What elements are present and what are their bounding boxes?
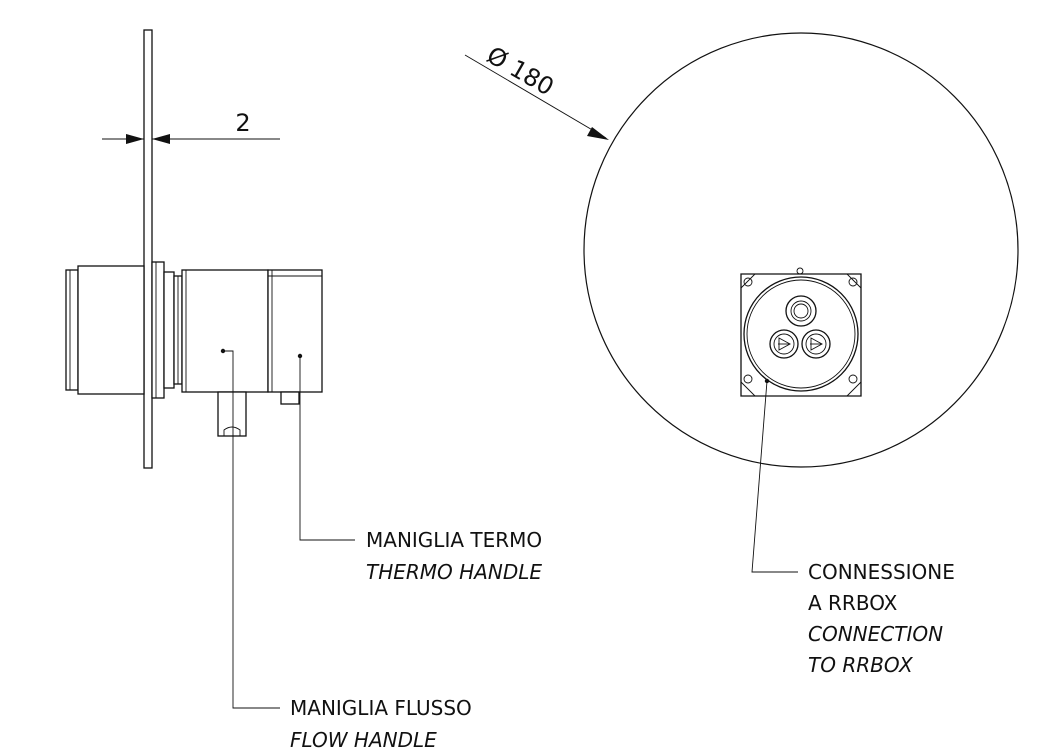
connection-label-en-1: CONNECTION — [808, 622, 943, 646]
thermo-handle-label-it: MANIGLIA TERMO — [366, 528, 542, 552]
flow-handle-body — [181, 269, 269, 437]
plate-thickness-value: 2 — [235, 109, 250, 137]
plate-thickness-dimension: 2 — [102, 109, 280, 144]
flow-handle-label-en: FLOW HANDLE — [290, 728, 437, 749]
connection-label-en-2: TO RRBOX — [808, 653, 914, 677]
flow-handle-label-it: MANIGLIA FLUSSO — [290, 696, 472, 720]
connection-label-it-2: A RRBOX — [808, 591, 898, 615]
connection-plate — [740, 267, 862, 397]
connection-label-it-1: CONNESSIONE — [808, 560, 955, 584]
connection-leader: CONNESSIONE A RRBOX CONNECTION TO RRBOX — [751, 380, 955, 677]
diameter-dimension: Ø 180 — [464, 41, 609, 140]
top-port — [785, 295, 817, 327]
thermo-handle-label-en: THERMO HANDLE — [366, 560, 542, 584]
cover-plate-circle — [583, 32, 1019, 468]
flow-handle-leader: MANIGLIA FLUSSO FLOW HANDLE — [223, 350, 472, 749]
rear-cylinder — [65, 265, 145, 395]
side-view: 2 MANIGLIA TERMO THERMO HANDLE MANIGLIA … — [65, 29, 542, 749]
diameter-value: Ø 180 — [482, 41, 559, 101]
wall-plate — [143, 29, 153, 469]
front-view: Ø 180 — [464, 32, 1019, 677]
thermo-handle-leader: MANIGLIA TERMO THERMO HANDLE — [299, 356, 542, 584]
mounting-flange — [151, 261, 183, 399]
thermo-handle-body — [267, 269, 323, 405]
